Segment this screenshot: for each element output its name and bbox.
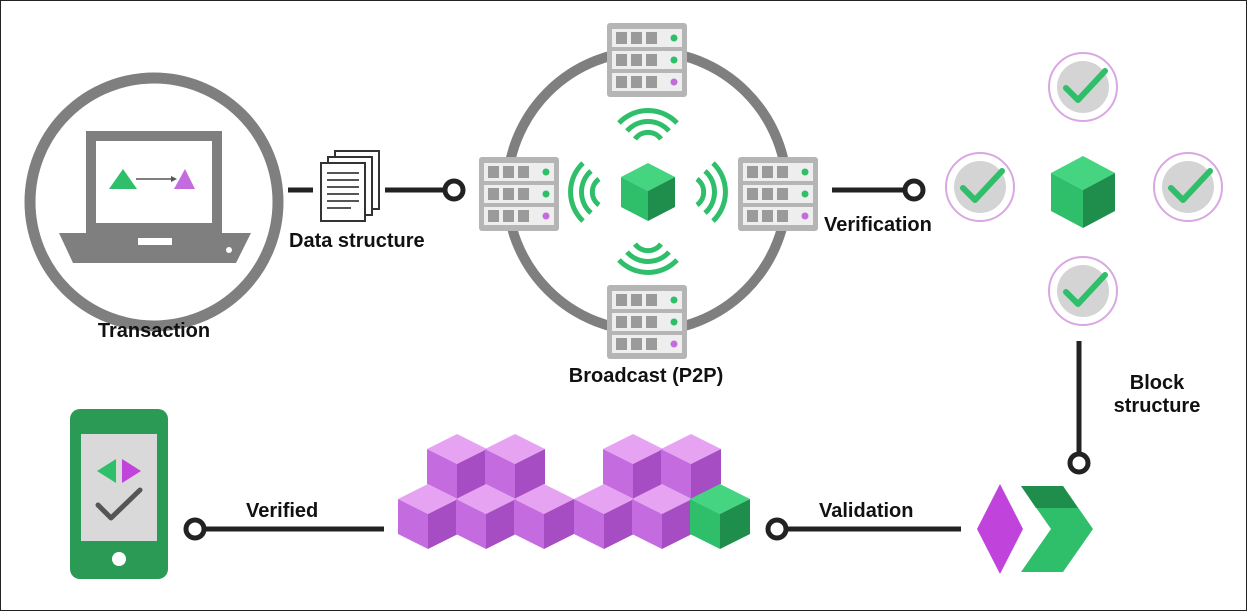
server-rack-icon (607, 285, 687, 359)
validation-label: Validation (819, 500, 914, 522)
data-structure-label: Data structure (289, 230, 425, 252)
check-badge-icon (1049, 257, 1117, 325)
blockchain-cubes-icon (398, 434, 750, 549)
verification-label: Verification (824, 214, 932, 236)
verified-label: Verified (246, 500, 319, 522)
cube-icon (1051, 156, 1115, 228)
transaction-label: Transaction (97, 320, 211, 342)
block-structure-label: Block structure (1103, 372, 1211, 418)
connector-node (183, 517, 207, 541)
check-badge-icon (1154, 153, 1222, 221)
cube-icon (621, 163, 675, 221)
chevron-logo-icon (977, 484, 1093, 574)
check-badge-icon (946, 153, 1014, 221)
connector-node (1067, 451, 1091, 475)
check-badge-icon (1049, 53, 1117, 121)
smartphone-icon (70, 409, 168, 579)
server-rack-icon (607, 23, 687, 97)
document-stack-icon (320, 150, 380, 222)
block-structure-line1: Block (1129, 372, 1185, 394)
block-structure-line2: structure (1113, 395, 1201, 417)
server-rack-icon (479, 157, 559, 231)
connector-node (902, 178, 926, 202)
laptop-icon (24, 72, 284, 332)
connector-node (765, 517, 789, 541)
signal-waves-icon (568, 108, 728, 275)
server-rack-icon (738, 157, 818, 231)
connector-node (442, 178, 466, 202)
broadcast-label: Broadcast (P2P) (568, 365, 724, 387)
